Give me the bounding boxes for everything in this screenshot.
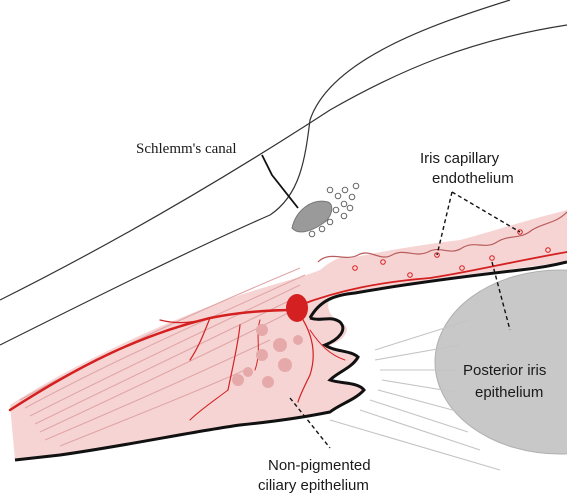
schlemm-leader-line (262, 155, 298, 208)
posterior-iris-label-line1: Posterior iris (463, 362, 546, 379)
schlemms-canal-shape (292, 201, 332, 232)
schlemms-canal-label: Schlemm's canal (136, 141, 237, 157)
npce-label-line1: Non-pigmented (268, 457, 371, 474)
iris-capillary-label-line1: Iris capillary (420, 150, 500, 167)
iris-capillary-label-line2: endothelium (432, 170, 514, 187)
vessel-node (286, 294, 308, 322)
posterior-iris-label-line2: epithelium (475, 384, 543, 401)
npce-label-line2: ciliary epithelium (258, 477, 369, 494)
